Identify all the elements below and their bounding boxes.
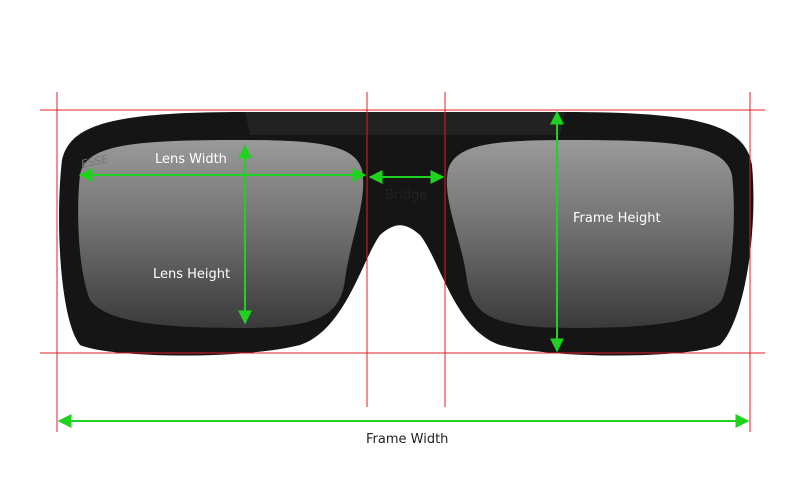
frame-width-label: Frame Width [366,432,448,447]
lens-width-label: Lens Width [155,152,227,167]
frame-height-label: Frame Height [573,211,661,226]
top-bar [245,112,565,135]
bridge-label: Bridge [385,188,427,203]
left-lens [78,140,364,328]
guide-lines [40,92,765,432]
brand-logo: ESSE [80,152,110,170]
lens-height-label: Lens Height [153,267,230,282]
sunglasses-image: ESSE [59,112,754,356]
right-lens [446,140,734,328]
